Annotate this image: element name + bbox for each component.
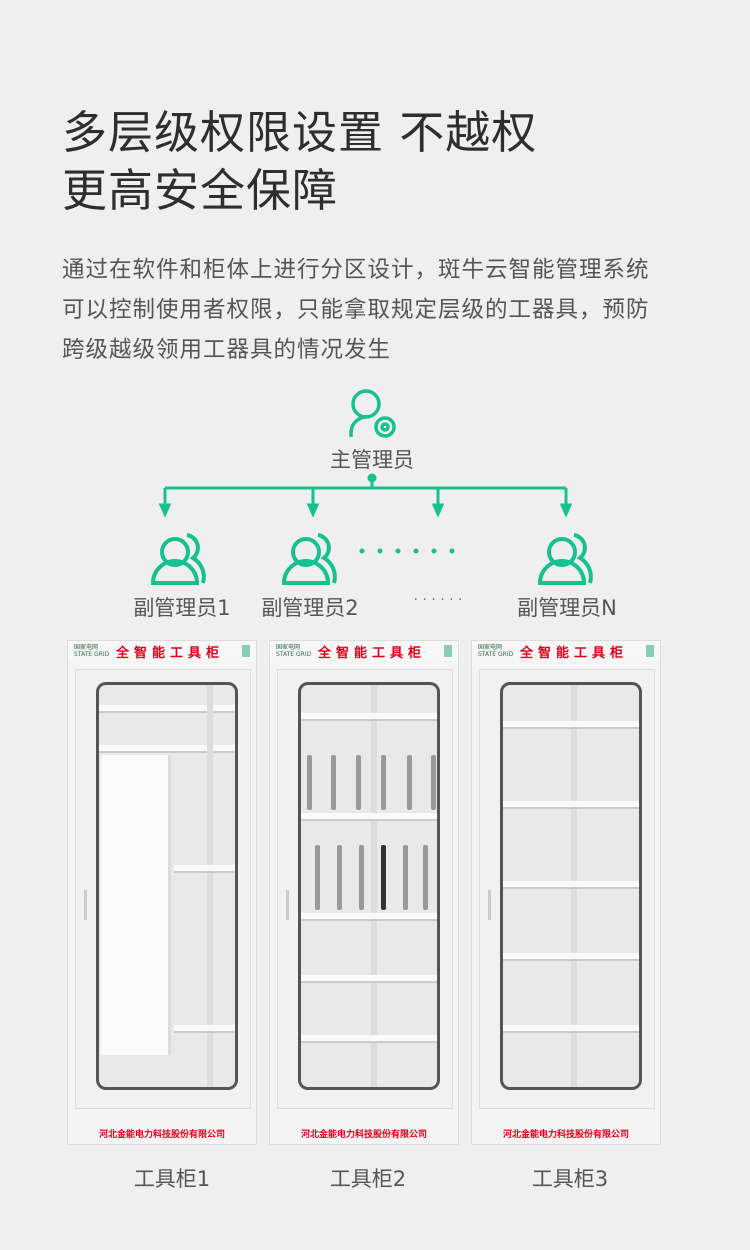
root-admin-label: 主管理员: [330, 448, 414, 472]
users-icon: [537, 533, 593, 585]
cabinet-header: 国家电网 STATE GRID 全智能工具柜: [472, 641, 660, 661]
sub-admin-label: 副管理员2: [261, 596, 359, 620]
cabinet-label: 工具柜2: [329, 1167, 407, 1191]
inner-locker: [101, 755, 171, 1055]
door-handle: [84, 890, 87, 920]
user-gear-icon: [349, 389, 396, 438]
title-line-1: 多层级权限设置 不越权: [62, 106, 538, 159]
cabinet-label: 工具柜1: [133, 1167, 211, 1191]
badge-icon: [444, 645, 452, 657]
cabinet-2: 国家电网 STATE GRID 全智能工具柜 河北金能电力科技股份有限公司: [269, 640, 459, 1145]
ellipsis-label: · · · · · ·: [413, 592, 463, 608]
cabinet-door: [277, 669, 453, 1109]
cabinet-footer: 河北金能电力科技股份有限公司: [502, 1130, 629, 1140]
glass-window: [96, 682, 238, 1090]
cabinet-footer: 河北金能电力科技股份有限公司: [98, 1130, 225, 1140]
badge-icon: [646, 645, 654, 657]
state-grid-logo: 国家电网 STATE GRID: [74, 644, 110, 658]
state-grid-logo: 国家电网 STATE GRID: [276, 644, 312, 658]
state-grid-logo: 国家电网 STATE GRID: [478, 644, 514, 658]
hierarchy-diagram: [150, 389, 593, 585]
cabinet-door: [75, 669, 251, 1109]
page-title: 多层级权限设置 不越权 更高安全保障: [62, 104, 537, 220]
glass-window: [500, 682, 642, 1090]
connector-lines: [158, 473, 573, 518]
cabinet-title: 全智能工具柜: [520, 645, 629, 661]
ellipsis-dots: [359, 548, 455, 554]
cabinet-title: 全智能工具柜: [116, 645, 225, 661]
description: 通过在软件和柜体上进行分区设计，斑牛云智能管理系统可以控制使用者权限，只能拿取规…: [62, 257, 650, 363]
cabinet-1: 国家电网 STATE GRID 全智能工具柜 河北金能电力科技股份有限公司: [67, 640, 257, 1145]
users-icon: [281, 533, 337, 585]
cabinet-3: 国家电网 STATE GRID 全智能工具柜 河北金能电力科技股份有限公司: [471, 640, 661, 1145]
badge-icon: [242, 645, 250, 657]
door-handle: [286, 890, 289, 920]
sub-admin-label: 副管理员1: [133, 596, 231, 620]
cabinet-title: 全智能工具柜: [318, 645, 427, 661]
door-handle: [488, 890, 491, 920]
cabinet-header: 国家电网 STATE GRID 全智能工具柜: [68, 641, 256, 661]
users-icon: [150, 533, 206, 585]
cabinet-label: 工具柜3: [531, 1167, 609, 1191]
glass-window: [298, 682, 440, 1090]
cabinet-header: 国家电网 STATE GRID 全智能工具柜: [270, 641, 458, 661]
cabinet-door: [479, 669, 655, 1109]
cabinet-footer: 河北金能电力科技股份有限公司: [300, 1130, 427, 1140]
title-line-2: 更高安全保障: [62, 164, 339, 217]
sub-admin-label: 副管理员N: [517, 596, 617, 620]
